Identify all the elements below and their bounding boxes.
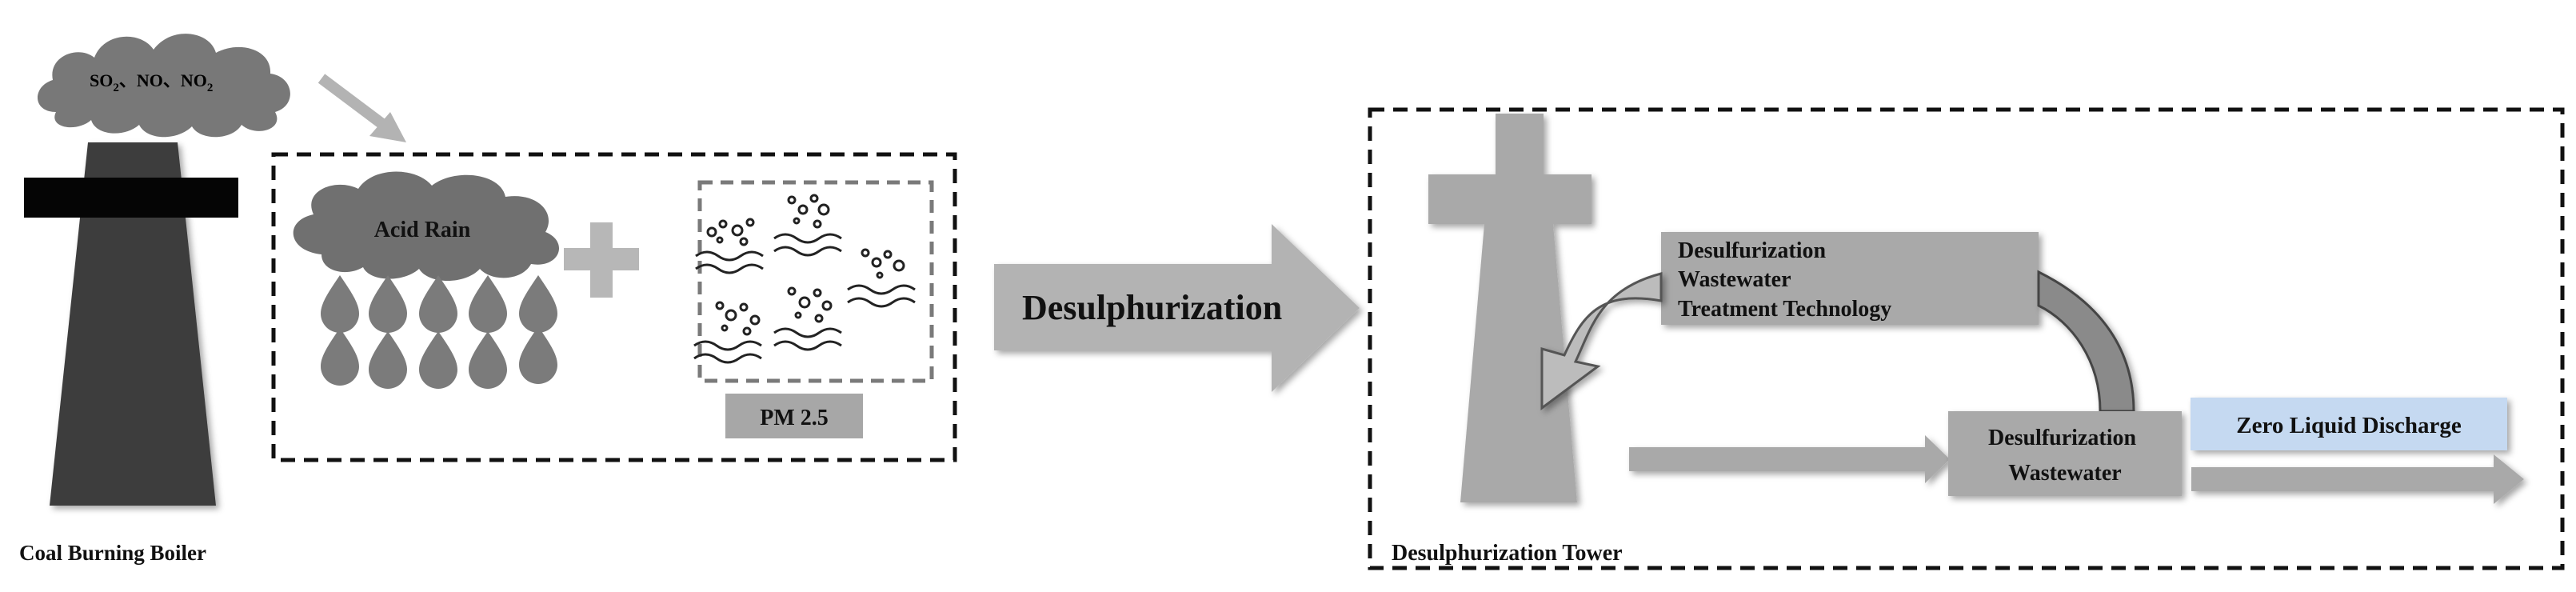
desulphurization-tower bbox=[1428, 114, 1592, 502]
separator-2: 、 bbox=[163, 70, 181, 90]
desulphurization-arrow: Desulphurization bbox=[994, 224, 1360, 392]
zld-label: Zero Liquid Discharge bbox=[2236, 413, 2462, 438]
tower-box bbox=[1368, 107, 2565, 570]
tower-label: Desulphurization Tower bbox=[1392, 541, 1623, 566]
treatment-line-3: Treatment Technology bbox=[1678, 297, 1891, 322]
so2-subscript: 2 bbox=[113, 82, 119, 94]
boiler-label: Coal Burning Boiler bbox=[19, 541, 206, 565]
separator-1: 、 bbox=[119, 70, 137, 90]
wastewater-line-1: Desulfurization bbox=[1988, 426, 2137, 450]
svg-text:Desulfurization Wastewat: Desulfurization Wastewater bbox=[1988, 426, 2142, 486]
wastewater-box: Desulfurization Wastewater bbox=[1948, 411, 2182, 496]
treatment-line-1: Desulfurization bbox=[1678, 238, 1827, 263]
acid-rain-cloud: Acid Rain bbox=[293, 171, 560, 281]
pm-particles bbox=[693, 194, 916, 364]
boiler-chimney bbox=[24, 142, 238, 506]
no-label: NO bbox=[137, 70, 163, 90]
svg-text:Desulfurization Wastewat: Desulfurization Wastewater Treatment Tec… bbox=[1678, 238, 1891, 322]
pm-particles-box bbox=[697, 180, 934, 383]
return-curved-arrow bbox=[1540, 272, 1663, 410]
rain-drops bbox=[321, 275, 557, 389]
no2-label: NO bbox=[181, 70, 207, 90]
svg-text:SO2、NO、NO2: SO2、NO、NO2 bbox=[90, 70, 213, 94]
treatment-technology-box: Desulfurization Wastewater Treatment Tec… bbox=[1661, 232, 2039, 325]
discharge-arrow bbox=[2191, 454, 2524, 504]
wastewater-line-2: Wastewater bbox=[2008, 461, 2122, 486]
treatment-curved-connector bbox=[2037, 270, 2135, 413]
so2-label: SO bbox=[90, 70, 113, 90]
pm-label-box: PM 2.5 bbox=[725, 394, 863, 438]
emission-cloud: SO2、NO、NO2 bbox=[37, 34, 290, 138]
treatment-line-2: Wastewater bbox=[1678, 267, 1791, 292]
tower-to-wastewater-arrow bbox=[1629, 435, 1950, 483]
plus-icon bbox=[564, 222, 639, 298]
acid-rain-label: Acid Rain bbox=[374, 218, 471, 242]
pm-label: PM 2.5 bbox=[760, 406, 829, 430]
no2-subscript: 2 bbox=[207, 82, 214, 94]
desulphurization-label: Desulphurization bbox=[1022, 288, 1282, 327]
zero-liquid-discharge-box: Zero Liquid Discharge bbox=[2191, 398, 2507, 450]
emission-arrow bbox=[318, 74, 406, 142]
pollutants-box bbox=[271, 152, 957, 462]
